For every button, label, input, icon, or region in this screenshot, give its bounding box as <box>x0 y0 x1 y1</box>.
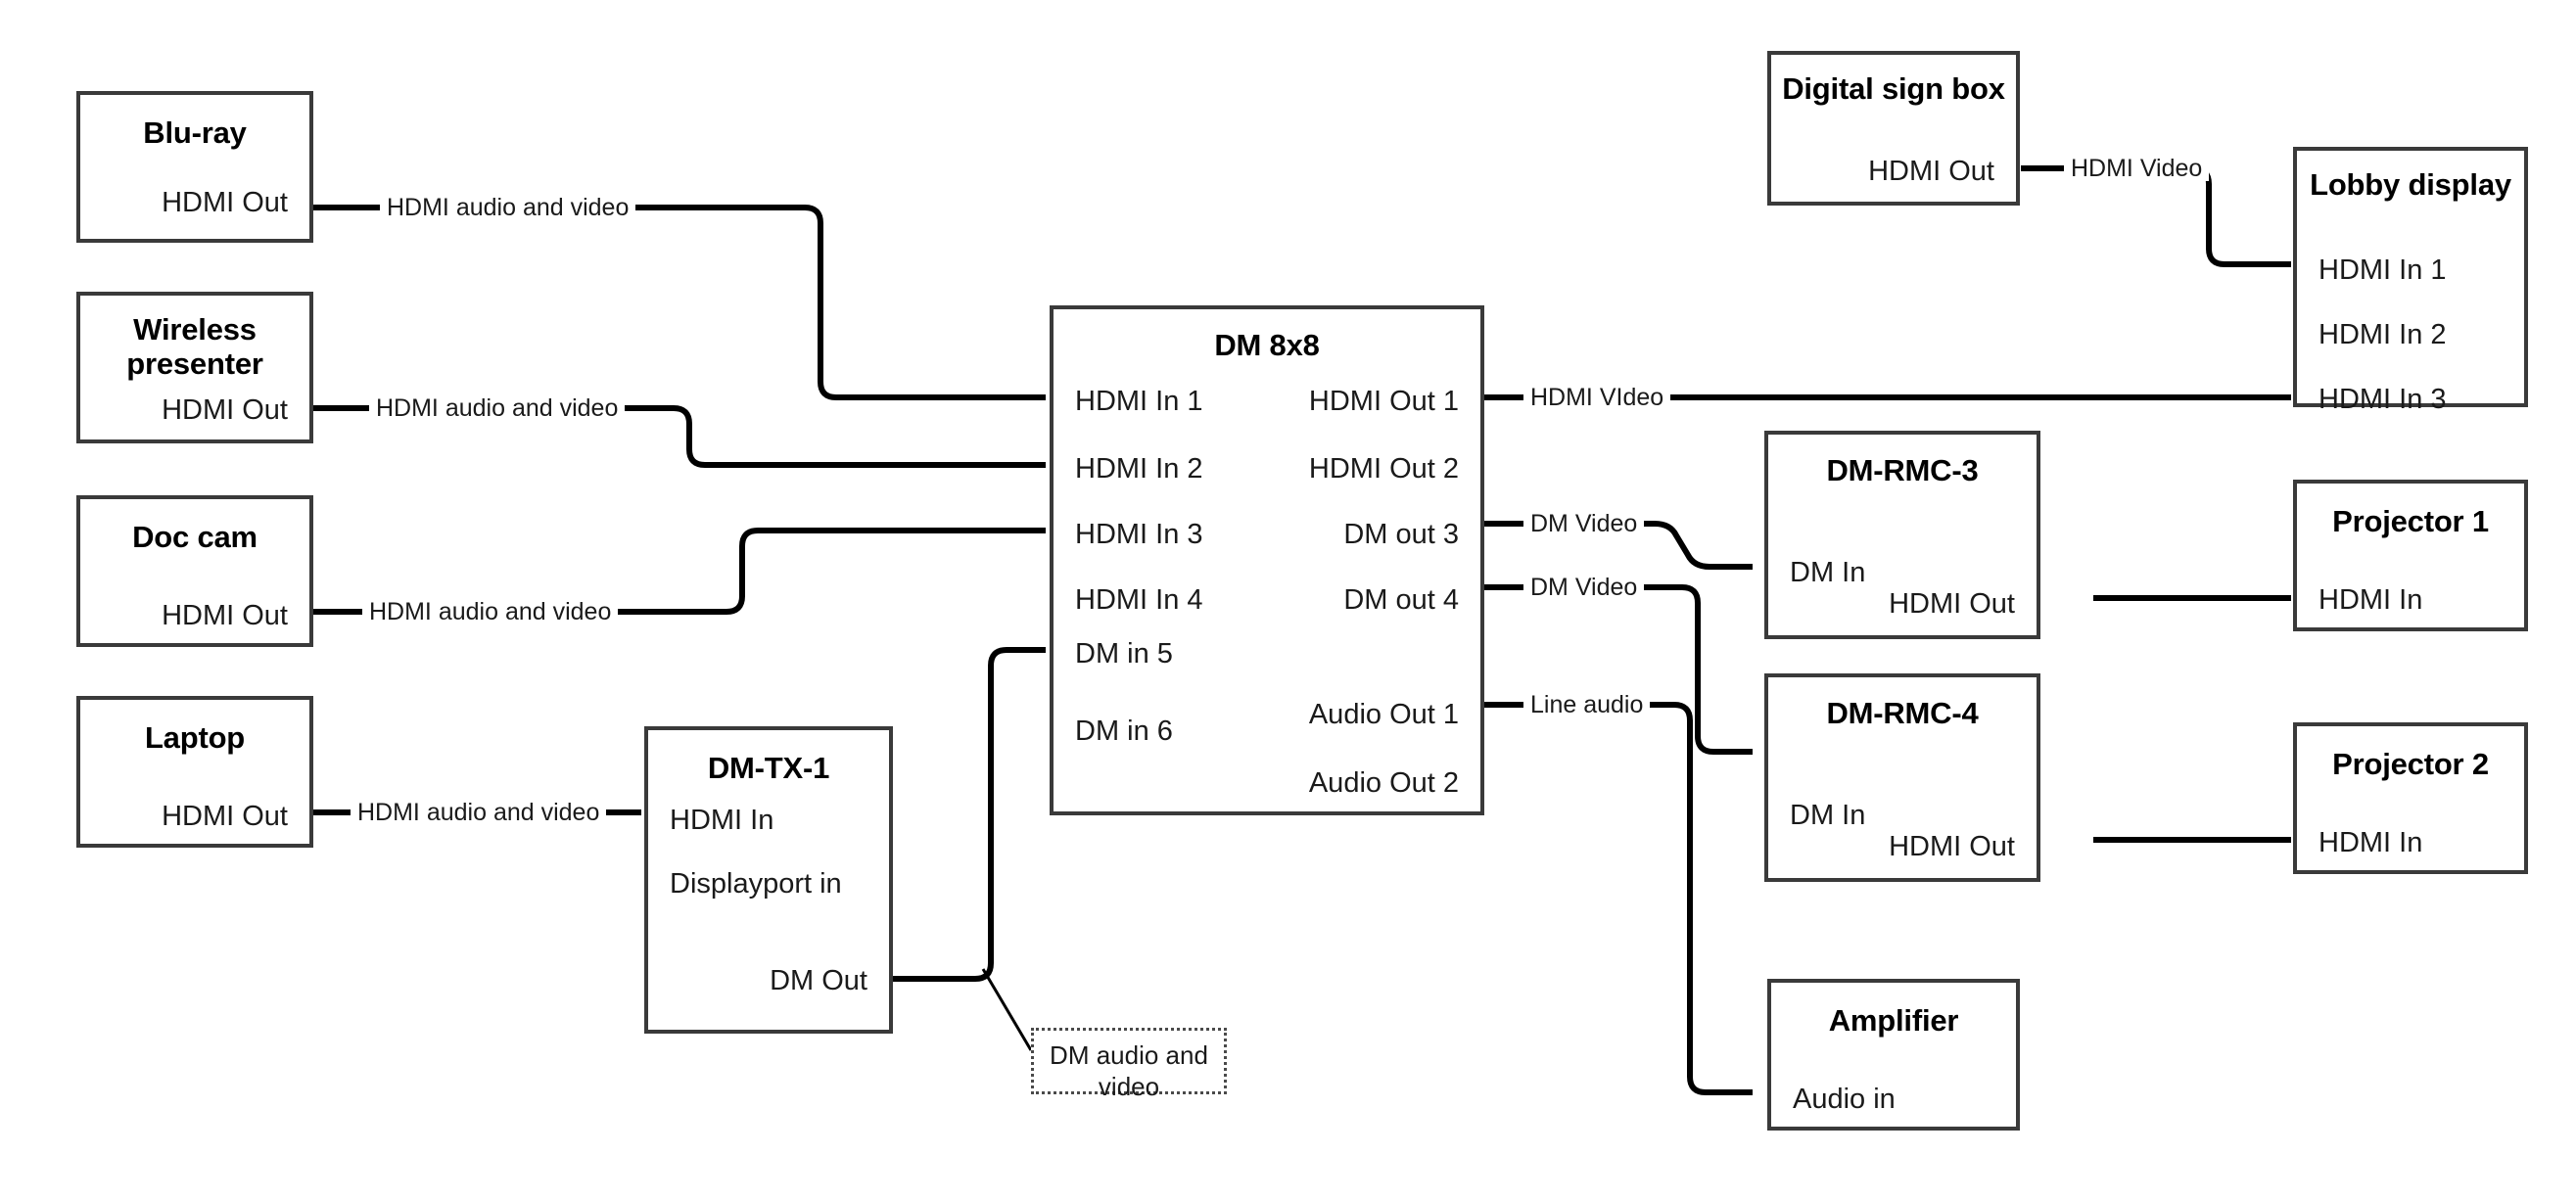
node-dm-8x8-port-dm-out-3[interactable]: DM out 3 <box>1343 519 1459 550</box>
node-dm-rmc-3-port-dm-in[interactable]: DM In <box>1790 557 1866 588</box>
wire-bluray-to-dm8x8 <box>313 205 1046 400</box>
node-digital-sign-box-port-hdmi-out[interactable]: HDMI Out <box>1868 156 1994 187</box>
node-dm-rmc-3-port-hdmi-out[interactable]: HDMI Out <box>1889 588 2015 620</box>
node-dm-tx-1-title: DM-TX-1 <box>707 751 830 785</box>
node-wireless-presenter[interactable]: Wireless presenter HDMI Out <box>76 292 313 443</box>
node-digital-sign-box[interactable]: Digital sign box HDMI Out <box>1767 51 2020 206</box>
node-lobby-display-port-hdmi-in-3[interactable]: HDMI In 3 <box>2318 384 2447 415</box>
wire-label-line-audio: Line audio <box>1523 693 1651 717</box>
node-dm-rmc-4[interactable]: DM-RMC-4 DM In HDMI Out <box>1764 673 2040 882</box>
node-lobby-display-title: Lobby display <box>2310 167 2511 202</box>
node-laptop-title: Laptop <box>144 720 246 755</box>
node-dm-rmc-4-title: DM-RMC-4 <box>1826 696 1979 730</box>
wire-dm8x8-audio1-to-amplifier <box>1484 702 1753 1095</box>
wire-label-wireless: HDMI audio and video <box>369 396 626 421</box>
wire-label-bluray: HDMI audio and video <box>380 196 636 220</box>
node-amplifier[interactable]: Amplifier Audio in <box>1767 979 2020 1131</box>
node-dm-8x8-port-hdmi-out-2[interactable]: HDMI Out 2 <box>1308 453 1459 485</box>
node-dm-8x8-port-dm-in-6[interactable]: DM in 6 <box>1075 716 1173 747</box>
node-laptop[interactable]: Laptop HDMI Out <box>76 696 313 848</box>
node-projector-2-port-hdmi-in[interactable]: HDMI In <box>2318 827 2423 858</box>
wire-label-hdmi-video-sign: HDMI Video <box>2064 157 2210 181</box>
node-dm-rmc-3-title: DM-RMC-3 <box>1826 453 1979 487</box>
wire-label-dm-video-3: DM Video <box>1523 512 1645 536</box>
wire-label-hdmi-video-out1: HDMI VIdeo <box>1523 386 1671 410</box>
node-dm-8x8-port-hdmi-out-1[interactable]: HDMI Out 1 <box>1308 386 1459 417</box>
node-doc-cam-title: Doc cam <box>132 520 258 554</box>
node-wireless-presenter-title: Wireless presenter <box>126 312 263 381</box>
node-projector-1[interactable]: Projector 1 HDMI In <box>2293 480 2528 631</box>
node-dm-8x8-port-hdmi-in-1[interactable]: HDMI In 1 <box>1075 386 1203 417</box>
node-amplifier-port-audio-in[interactable]: Audio in <box>1793 1084 1896 1115</box>
node-dm-8x8-port-dm-out-4[interactable]: DM out 4 <box>1343 584 1459 616</box>
node-bluray[interactable]: Blu-ray HDMI Out <box>76 91 313 243</box>
node-wireless-presenter-port-hdmi-out[interactable]: HDMI Out <box>162 394 288 426</box>
node-projector-1-title: Projector 1 <box>2332 504 2489 538</box>
node-lobby-display-port-hdmi-in-2[interactable]: HDMI In 2 <box>2318 319 2447 350</box>
node-projector-2[interactable]: Projector 2 HDMI In <box>2293 722 2528 874</box>
node-dm-8x8[interactable]: DM 8x8 HDMI In 1 HDMI In 2 HDMI In 3 HDM… <box>1050 305 1484 815</box>
node-lobby-display-port-hdmi-in-1[interactable]: HDMI In 1 <box>2318 254 2447 286</box>
node-projector-1-port-hdmi-in[interactable]: HDMI In <box>2318 584 2423 616</box>
node-dm-8x8-port-hdmi-in-2[interactable]: HDMI In 2 <box>1075 453 1203 485</box>
node-dm-rmc-4-port-hdmi-out[interactable]: HDMI Out <box>1889 831 2015 862</box>
node-dm-8x8-port-dm-in-5[interactable]: DM in 5 <box>1075 638 1173 670</box>
node-projector-2-title: Projector 2 <box>2332 747 2489 781</box>
wire-label-dm-video-4: DM Video <box>1523 576 1645 600</box>
node-lobby-display[interactable]: Lobby display HDMI In 1 HDMI In 2 HDMI I… <box>2293 147 2528 414</box>
node-dm-8x8-title: DM 8x8 <box>1214 328 1320 362</box>
wire-label-doccam: HDMI audio and video <box>362 600 619 624</box>
annotation-dm-audio-video: DM audio and video <box>1031 1028 1227 1101</box>
node-dm-tx-1-port-displayport-in[interactable]: Displayport in <box>670 868 842 900</box>
node-bluray-port-hdmi-out[interactable]: HDMI Out <box>162 187 288 218</box>
wire-sign-to-lobby <box>2021 165 2291 267</box>
node-dm-rmc-4-port-dm-in[interactable]: DM In <box>1790 800 1866 831</box>
node-dm-rmc-3[interactable]: DM-RMC-3 DM In HDMI Out <box>1764 431 2040 639</box>
node-dm-8x8-port-audio-out-1[interactable]: Audio Out 1 <box>1308 699 1459 730</box>
node-laptop-port-hdmi-out[interactable]: HDMI Out <box>162 801 288 832</box>
callout-leader-line <box>981 968 1033 1051</box>
node-dm-tx-1[interactable]: DM-TX-1 HDMI In Displayport in DM Out <box>644 726 893 1034</box>
node-dm-tx-1-port-hdmi-in[interactable]: HDMI In <box>670 805 774 836</box>
node-dm-8x8-port-hdmi-in-3[interactable]: HDMI In 3 <box>1075 519 1203 550</box>
node-dm-tx-1-port-dm-out[interactable]: DM Out <box>770 965 867 996</box>
wire-label-laptop: HDMI audio and video <box>351 801 607 825</box>
node-bluray-title: Blu-ray <box>143 115 247 150</box>
node-digital-sign-box-title: Digital sign box <box>1782 71 2005 106</box>
node-dm-8x8-port-audio-out-2[interactable]: Audio Out 2 <box>1308 767 1459 799</box>
node-amplifier-title: Amplifier <box>1828 1003 1959 1038</box>
node-doc-cam-port-hdmi-out[interactable]: HDMI Out <box>162 600 288 631</box>
node-dm-8x8-port-hdmi-in-4[interactable]: HDMI In 4 <box>1075 584 1203 616</box>
node-doc-cam[interactable]: Doc cam HDMI Out <box>76 495 313 647</box>
wire-dm8x8-out4-to-rmc4 <box>1484 584 1753 755</box>
wire-dmtx1-to-dm8x8 <box>893 647 1046 982</box>
